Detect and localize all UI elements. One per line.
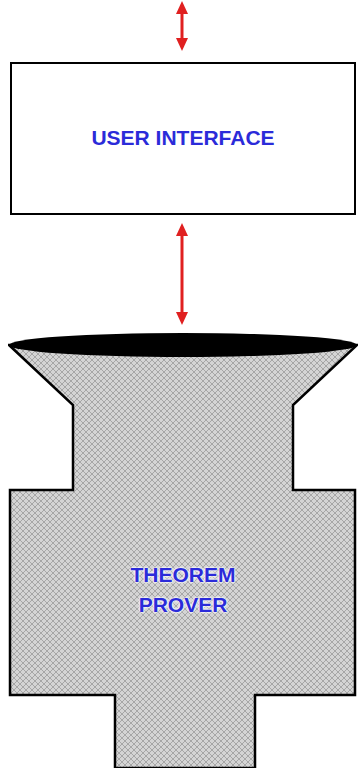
funnel-outline	[8, 330, 358, 768]
arrow-shaft	[181, 234, 184, 314]
label-holder: THEOREM PROVER	[8, 535, 358, 645]
box-label: USER INTERFACE	[91, 123, 274, 153]
io-arrow	[0, 0, 358, 60]
arrow-head	[176, 38, 188, 51]
funnel-body	[9, 345, 357, 768]
io-connector	[176, 223, 188, 325]
arrow-head	[176, 312, 188, 325]
arrow-head	[176, 1, 188, 14]
shape-label: THEOREM PROVER	[131, 560, 236, 621]
prover-funnel: THEOREM PROVER	[8, 330, 358, 768]
process-box: USER INTERFACE	[10, 62, 356, 215]
arrow-shaft	[181, 12, 184, 40]
arrow-head	[176, 223, 188, 236]
funnel-mouth	[9, 333, 357, 357]
